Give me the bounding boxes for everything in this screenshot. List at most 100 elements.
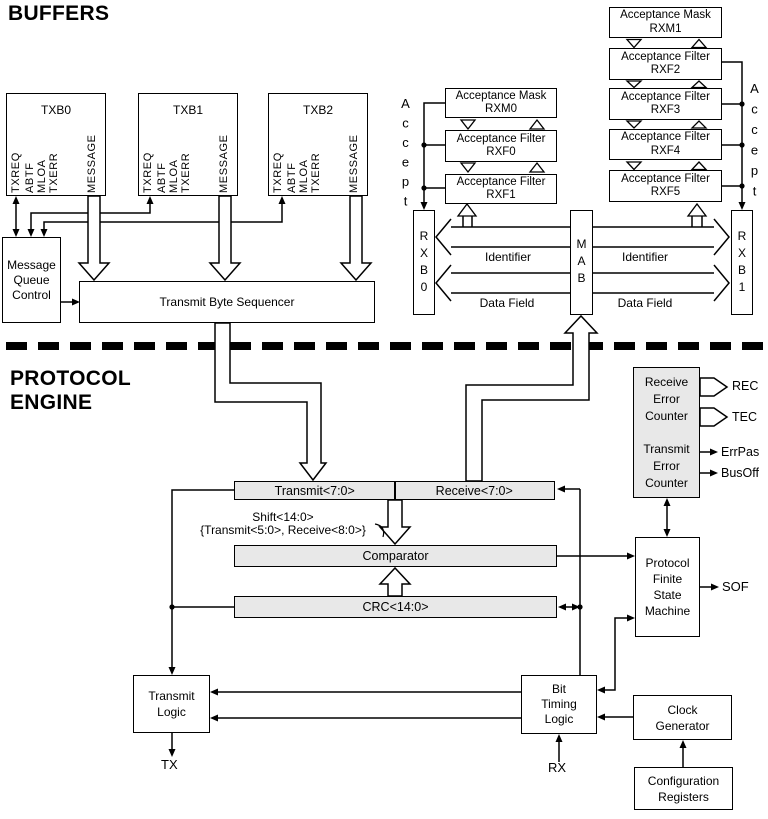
rx-signal-label: RX — [548, 760, 567, 775]
rxm0-line2: RXM0 — [485, 103, 517, 115]
buffers-section-title: BUFFERS — [8, 2, 110, 25]
txb2-pin-txreq: TXREQ — [272, 152, 284, 193]
rxf3-box: Acceptance Filter RXF3 — [609, 88, 722, 120]
configuration-registers-box: Configuration Registers — [634, 767, 733, 810]
identifier-label-left: Identifier — [484, 250, 532, 264]
mab-bus-arrows — [435, 218, 730, 302]
txb2-title: TXB2 — [302, 103, 333, 117]
rec-line3: Counter — [645, 408, 688, 423]
shift-line2: {Transmit<5:0>, Receive<8:0>} — [200, 523, 366, 537]
buffer-connectors — [15, 61, 743, 303]
pfsm-line2: Finite — [652, 572, 683, 586]
rxf5-box: Acceptance Filter RXF5 — [609, 170, 722, 202]
tx-signal-label: TX — [161, 757, 178, 772]
rxb1-label: RXB1 — [735, 228, 749, 297]
register-bar-divider — [394, 482, 396, 499]
mab-label: MAB — [574, 237, 589, 288]
mqc-line1: Message — [7, 257, 56, 272]
txb1-pin-message: MESSAGE — [218, 134, 230, 193]
rec-signal-label: REC — [732, 379, 759, 393]
protocol-title-line2: ENGINE — [10, 391, 93, 414]
error-counter-output-arrows — [699, 377, 729, 427]
data-field-label-right: Data Field — [617, 296, 673, 310]
rxb0-label: RXB0 — [417, 228, 431, 297]
rxb1-box: RXB1 — [731, 210, 753, 315]
tec-line3: Counter — [645, 475, 688, 490]
rxf5-line2: RXF5 — [650, 186, 681, 198]
rxb0-box: RXB0 — [413, 210, 435, 315]
pfsm-line4: Machine — [644, 604, 691, 618]
txb1-pin-txreq: TXREQ — [142, 152, 154, 193]
txb1-pin-txerr: TXERR — [180, 152, 192, 193]
tec-line1: Transmit — [643, 441, 690, 456]
rxm1-line1: Acceptance Mask — [620, 9, 711, 21]
btl-line3: Logic — [544, 712, 574, 726]
mqc-line3: Control — [12, 287, 51, 302]
pfsm-line3: State — [653, 588, 682, 602]
mab-box: MAB — [570, 210, 593, 315]
txb2-box: TXB2 — [268, 93, 368, 196]
sof-signal-label: SOF — [722, 579, 749, 594]
txb0-pin-txreq: TXREQ — [10, 152, 22, 193]
rxm0-box: Acceptance Mask RXM0 — [445, 88, 557, 118]
rxm1-line2: RXM1 — [649, 22, 682, 35]
tec-signal-label: TEC — [732, 410, 757, 424]
tec-line2: Error — [653, 458, 680, 473]
transmit-logic-line2: Logic — [157, 705, 186, 719]
accept-label-left: Accept — [398, 96, 413, 213]
rxf5-line1: Acceptance Filter — [621, 172, 710, 185]
errpas-signal-label: ErrPas — [721, 445, 760, 459]
data-field-label-left: Data Field — [479, 296, 535, 310]
bit-timing-logic-box: Bit Timing Logic — [521, 675, 597, 734]
identifier-label-right: Identifier — [621, 250, 669, 264]
txb0-title: TXB0 — [40, 103, 71, 117]
rxm1-box: Acceptance Mask RXM1 — [609, 7, 722, 38]
message-queue-control-box: Message Queue Control — [2, 237, 61, 323]
rxf3-line2: RXF3 — [650, 104, 681, 116]
rxf2-box: Acceptance Filter RXF2 — [609, 48, 722, 80]
rxf0-line2: RXF0 — [486, 146, 516, 158]
receive-register-label: Receive<7:0> — [435, 483, 513, 498]
transmit-logic-box: Transmit Logic — [133, 675, 210, 733]
txb0-box: TXB0 — [6, 93, 106, 196]
comparator-label: Comparator — [362, 549, 429, 563]
rxf1-line2: RXF1 — [486, 189, 516, 201]
btl-line2: Timing — [541, 697, 577, 711]
crc-bar: CRC<14:0> — [234, 596, 557, 618]
busoff-signal-label: BusOff — [721, 466, 759, 480]
rxf2-line2: RXF2 — [650, 64, 681, 76]
rxf0-line1: Acceptance Filter — [456, 132, 546, 145]
transmit-byte-sequencer-box: Transmit Byte Sequencer — [79, 281, 375, 323]
btl-line1: Bit — [551, 682, 566, 696]
transmit-register-label: Transmit<7:0> — [274, 483, 355, 498]
crc-label: CRC<14:0> — [362, 600, 429, 614]
rxf2-line1: Acceptance Filter — [621, 50, 710, 63]
pfsm-box: Protocol Finite State Machine — [635, 537, 700, 637]
engine-arrowheads-and-junctions — [168, 448, 719, 757]
rxf4-line1: Acceptance Filter — [621, 131, 710, 143]
transmit-logic-line1: Transmit — [148, 689, 195, 703]
buffer-arrowheads-and-junctions — [12, 101, 746, 306]
txb2-pin-txerr: TXERR — [310, 152, 322, 193]
comparator-bar: Comparator — [234, 545, 557, 567]
txb1-title: TXB1 — [172, 103, 203, 117]
hollow-bus-arrows — [77, 195, 599, 597]
rxf4-box: Acceptance Filter RXF4 — [609, 129, 722, 160]
rxf4-line2: RXF4 — [650, 144, 681, 157]
shift-line1: Shift<14:0> — [252, 510, 314, 524]
txb0-pin-txerr: TXERR — [48, 152, 60, 193]
protocol-engine-section-title: PROTOCOL ENGINE — [10, 367, 131, 415]
clock-generator-box: Clock Generator — [633, 695, 732, 740]
rec-line1: Receive — [644, 374, 689, 389]
protocol-title-line1: PROTOCOL — [10, 367, 132, 390]
rxf0-box: Acceptance Filter RXF0 — [445, 130, 557, 162]
config-reg-line2: Registers — [658, 789, 709, 804]
clock-gen-line1: Clock — [667, 702, 698, 717]
pfsm-line1: Protocol — [645, 556, 690, 570]
error-counter-box: Receive Error Counter Transmit Error Cou… — [633, 367, 700, 498]
transmit-error-counter-label: Transmit Error Counter — [643, 441, 689, 492]
rec-line2: Error — [653, 391, 680, 406]
clock-gen-line2: Generator — [655, 718, 710, 733]
rxf3-line1: Acceptance Filter — [621, 90, 710, 103]
